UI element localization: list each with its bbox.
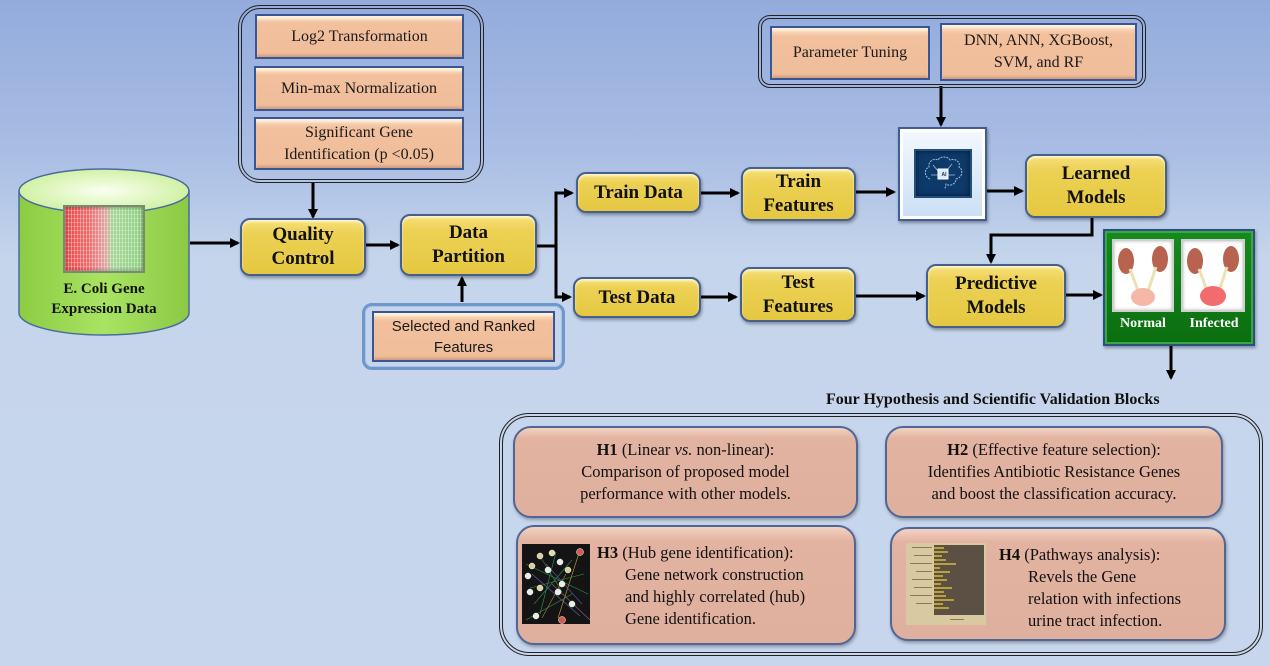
test-features-line1: Test: [781, 271, 815, 293]
heatmap-thumbnail: [63, 205, 145, 273]
ai-chip-label: AI: [941, 172, 947, 178]
parameter-tuning-box: Parameter Tuning: [770, 26, 930, 80]
h4-heading-text: (Pathways analysis):: [1020, 545, 1161, 564]
h3-heading-text: (Hub gene identification):: [618, 543, 794, 562]
selected-ranked-features-box: Selected and Ranked Features: [372, 311, 555, 362]
arrow-to-test-data: [554, 246, 572, 302]
predictive-models-box: Predictive Models: [926, 264, 1066, 328]
parameter-tuning-label: Parameter Tuning: [792, 44, 908, 61]
ai-brain-icon: AI: [914, 149, 972, 198]
normal-urinary-tract-image: [1112, 239, 1174, 312]
h1-heading-b: non-linear):: [692, 440, 775, 459]
database-label-line2: Expression Data: [51, 301, 157, 317]
quality-control-box: Quality Control: [240, 218, 366, 276]
h1-id: H1: [596, 440, 618, 459]
selected-ranked-features-line2: Features: [433, 338, 494, 356]
arrow-learned-to-predictive: [986, 218, 1094, 264]
validation-section-title: Four Hypothesis and Scientific Validatio…: [826, 391, 1160, 408]
model-list-box: DNN, ANN, XGBoost, SVM, and RF: [940, 23, 1137, 81]
normal-label: Normal: [1120, 316, 1166, 331]
h4-line4: urine tract infection.: [1028, 611, 1163, 630]
predictive-models-line2: Models: [966, 297, 1026, 318]
model-list-line1: DNN, ANN, XGBoost,: [964, 32, 1113, 49]
h4-text: H4 (Pathways analysis): Revels the Gene …: [999, 544, 1224, 632]
learned-models-box: Learned Models: [1025, 154, 1167, 218]
train-features-line1: Train: [775, 171, 822, 192]
train-features-line2: Features: [763, 195, 834, 216]
model-configuration-group: [758, 15, 1146, 88]
h2-id: H2: [947, 440, 969, 459]
normal-urinary-tract-icon: [1118, 246, 1168, 306]
learned-models-line2: Models: [1066, 187, 1126, 208]
log2-transformation-label: Log2 Transformation: [291, 27, 428, 45]
pathway-bar-chart-icon: [910, 545, 984, 620]
log2-transformation-box: Log2 Transformation: [255, 14, 464, 59]
pathway-chart-thumbnail: [906, 543, 986, 625]
test-data-box: Test Data: [573, 277, 701, 318]
database-label: E. Coli Gene Expression Data: [17, 279, 191, 319]
hypothesis-h1-block: H1 (Linear vs. non-linear): Comparison o…: [513, 426, 858, 518]
train-features-box: Train Features: [741, 167, 856, 221]
selected-ranked-features-line1: Selected and Ranked: [391, 317, 536, 335]
predictive-models-line1: Predictive: [955, 273, 1037, 294]
preprocessing-group: [238, 5, 484, 183]
train-data-box: Train Data: [576, 172, 701, 213]
gene-expression-database: E. Coli Gene Expression Data: [17, 167, 191, 337]
arrow-to-train-data: [554, 188, 574, 246]
hypothesis-h4-block: H4 (Pathways analysis): Revels the Gene …: [890, 527, 1226, 641]
validation-blocks-frame: [499, 413, 1263, 656]
database-label-line1: E. Coli Gene: [63, 281, 145, 297]
h2-heading-text: (Effective feature selection):: [968, 440, 1161, 459]
data-partition-line1: Data: [448, 222, 489, 243]
ai-training-block: AI: [898, 127, 987, 221]
model-list-line2: SVM, and RF: [993, 54, 1084, 71]
h4-id: H4: [999, 545, 1021, 564]
feature-selection-group: [362, 303, 565, 370]
h2-line2: Identifies Antibiotic Resistance Genes: [927, 462, 1181, 481]
gene-network-icon: [524, 548, 590, 624]
quality-control-line2: Control: [271, 248, 335, 269]
min-max-normalization-box: Min-max Normalization: [254, 66, 464, 111]
data-partition-line2: Partition: [432, 246, 505, 267]
infected-urinary-tract-image: [1181, 239, 1245, 312]
gene-network-thumbnail: [522, 544, 590, 624]
h3-line2: Gene network construction: [625, 565, 804, 584]
hypothesis-h3-block: H3 (Hub gene identification): Gene netwo…: [516, 525, 856, 645]
h4-line3: relation with infections: [1028, 589, 1182, 608]
learned-models-line1: Learned: [1061, 163, 1131, 184]
h4-line2: Revels the Gene: [1028, 567, 1137, 586]
infected-urinary-tract-icon: [1187, 246, 1239, 306]
infected-label: Infected: [1189, 316, 1239, 331]
h3-line3: and highly correlated (hub): [625, 587, 806, 606]
data-partition-box: Data Partition: [400, 214, 537, 276]
test-data-label: Test Data: [598, 286, 676, 308]
h3-text: H3 (Hub gene identification): Gene netwo…: [597, 542, 857, 630]
test-features-box: Test Features: [740, 267, 856, 322]
hypothesis-h2-block: H2 (Effective feature selection): Identi…: [885, 426, 1223, 518]
h1-line2: Comparison of proposed model: [581, 462, 790, 481]
h3-heading: H3 (Hub gene identification):: [597, 542, 857, 564]
h2-heading: H2 (Effective feature selection):: [928, 439, 1180, 461]
classification-outcome-panel: Normal Infected: [1103, 229, 1255, 346]
h1-line3: performance with other models.: [580, 484, 791, 503]
h1-heading: H1 (Linear vs. non-linear):: [580, 439, 791, 461]
h3-line4: Gene identification.: [625, 609, 757, 628]
h4-heading: H4 (Pathways analysis):: [999, 544, 1224, 566]
significant-gene-identification-box: Significant Gene Identification (p <0.05…: [254, 117, 464, 170]
min-max-normalization-label: Min-max Normalization: [281, 79, 437, 97]
significant-gene-identification-label: Significant Gene Identification (p <0.05…: [284, 123, 434, 163]
train-data-label: Train Data: [594, 181, 683, 203]
h2-line3: and boost the classification accuracy.: [931, 484, 1177, 503]
h1-heading-vs: vs.: [674, 440, 693, 459]
h1-heading-a: (Linear: [617, 440, 675, 459]
h3-id: H3: [597, 543, 619, 562]
test-features-line2: Features: [762, 295, 834, 317]
quality-control-line1: Quality: [272, 224, 334, 245]
